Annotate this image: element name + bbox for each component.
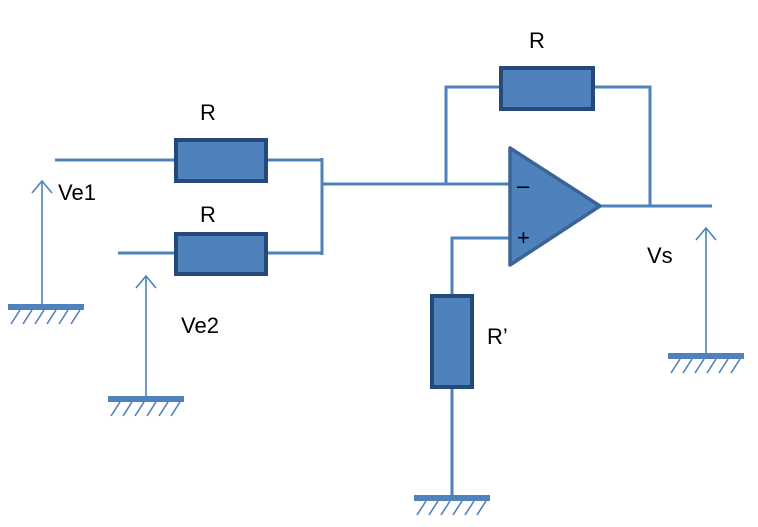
ground-symbol-ve1 (8, 304, 84, 325)
resistor-r-prime (430, 294, 474, 389)
label-r-input-2: R (200, 202, 216, 227)
label-ve2: Ve2 (181, 313, 219, 338)
ground-symbol-vs (668, 353, 744, 374)
label-vs: Vs (647, 243, 673, 268)
ve1-arrow-head (31, 179, 53, 194)
resistor-r-input-1 (174, 138, 268, 183)
ground-symbol-ve2 (108, 396, 184, 417)
op-amp-noninverting-sign: + (517, 225, 530, 250)
label-r-input-1: R (200, 100, 216, 125)
label-r-prime: R’ (487, 324, 508, 349)
wire-feedback-right (593, 85, 652, 206)
label-ve1: Ve1 (58, 180, 96, 205)
wire-feedback-left (444, 85, 501, 184)
resistor-r-input-2 (174, 232, 268, 276)
label-r-feedback: R (529, 28, 545, 53)
ground-symbol-r-prime (414, 495, 490, 516)
op-amp-triangle (508, 146, 602, 267)
resistor-r-feedback (499, 66, 595, 111)
ve2-arrow-head (135, 274, 157, 289)
wire-noninverting-input (450, 236, 510, 296)
vs-arrow-head (695, 226, 717, 241)
voltage-arrows (31, 179, 717, 398)
wires (55, 85, 712, 497)
op-amp-inverting-sign: – (517, 173, 530, 198)
